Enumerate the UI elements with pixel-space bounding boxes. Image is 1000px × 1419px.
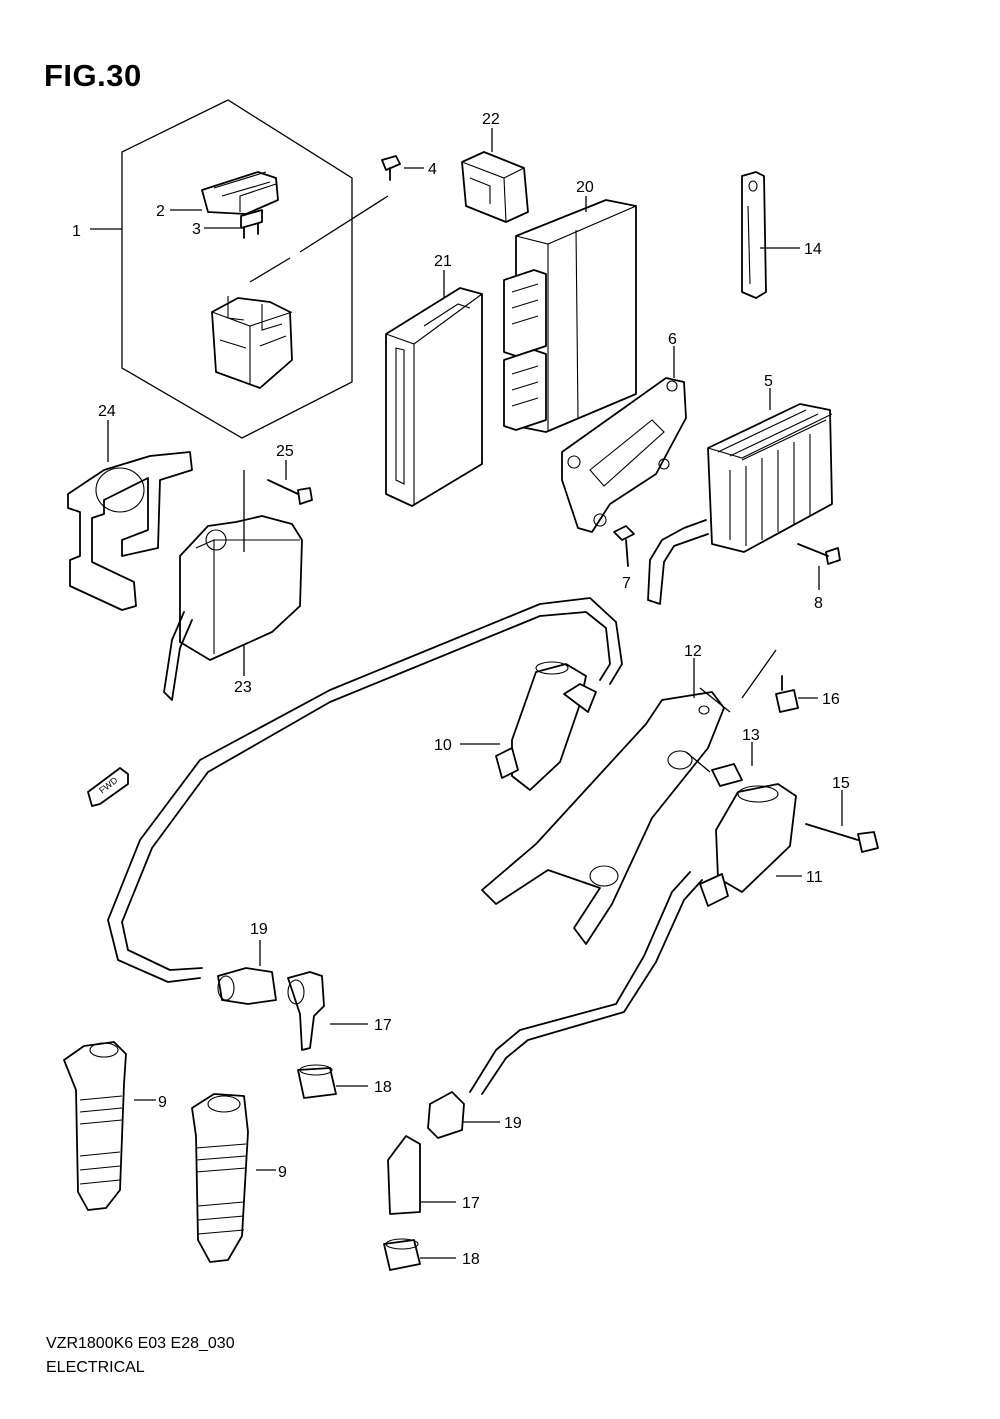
stick-coil-9b — [191, 1093, 276, 1263]
regulator-5 — [613, 388, 841, 605]
callout-3: 3 — [192, 221, 201, 238]
callout-7: 7 — [622, 575, 631, 592]
callout-18b: 18 — [462, 1251, 480, 1268]
spark-plug-lead-main — [107, 597, 623, 983]
callout-11: 11 — [806, 869, 823, 886]
callout-9b: 9 — [278, 1164, 287, 1181]
callout-25: 25 — [276, 443, 294, 460]
callout-4: 4 — [428, 161, 437, 178]
callout-24: 24 — [98, 403, 116, 420]
bolt-15 — [805, 790, 879, 853]
ecm-20 — [503, 196, 637, 433]
callout-2: 2 — [156, 203, 165, 220]
callout-labels: 1 2 3 4 5 6 7 8 9 9 10 11 12 13 14 15 16… — [72, 111, 850, 1268]
callout-6: 6 — [668, 331, 677, 348]
callout-19a: 19 — [250, 921, 268, 938]
igniter-23 — [163, 460, 313, 701]
callout-18a: 18 — [374, 1079, 392, 1096]
callout-5: 5 — [764, 373, 773, 390]
callout-13: 13 — [742, 727, 760, 744]
spacer-13 — [685, 742, 753, 787]
callout-10: 10 — [434, 737, 452, 754]
callout-23: 23 — [234, 679, 252, 696]
relay-22 — [461, 128, 529, 223]
starter-relay-group — [90, 99, 424, 439]
callout-14: 14 — [804, 241, 822, 258]
callout-17b: 17 — [462, 1195, 480, 1212]
callout-21: 21 — [434, 253, 452, 270]
callout-16: 16 — [822, 691, 840, 708]
fwd-arrow-icon: FWD — [87, 767, 129, 807]
callout-9a: 9 — [158, 1094, 167, 1111]
bracket-6 — [561, 346, 687, 533]
ecm-case-21 — [385, 270, 483, 507]
plug-cap-set-left — [217, 940, 368, 1099]
ignition-coil-11 — [469, 783, 802, 1095]
callout-8: 8 — [814, 595, 823, 612]
callout-15: 15 — [832, 775, 850, 792]
ignition-coil-10 — [460, 661, 597, 791]
clamp-14 — [741, 171, 800, 299]
callout-12: 12 — [684, 643, 702, 660]
callout-19b: 19 — [504, 1115, 522, 1132]
callout-17a: 17 — [374, 1017, 392, 1034]
callout-20: 20 — [576, 179, 594, 196]
bolt-16 — [775, 675, 818, 713]
model-code: VZR1800K6 E03 E28_030 — [46, 1335, 235, 1352]
callout-1: 1 — [72, 223, 81, 240]
plug-cap-set-right — [383, 1091, 500, 1271]
holder-24 — [67, 420, 193, 611]
stick-coil-9a — [63, 1041, 156, 1211]
coil-bracket-12 — [481, 649, 777, 945]
callout-22: 22 — [482, 111, 500, 128]
figure-title: FIG.30 — [44, 58, 142, 93]
section-name: ELECTRICAL — [46, 1359, 145, 1376]
